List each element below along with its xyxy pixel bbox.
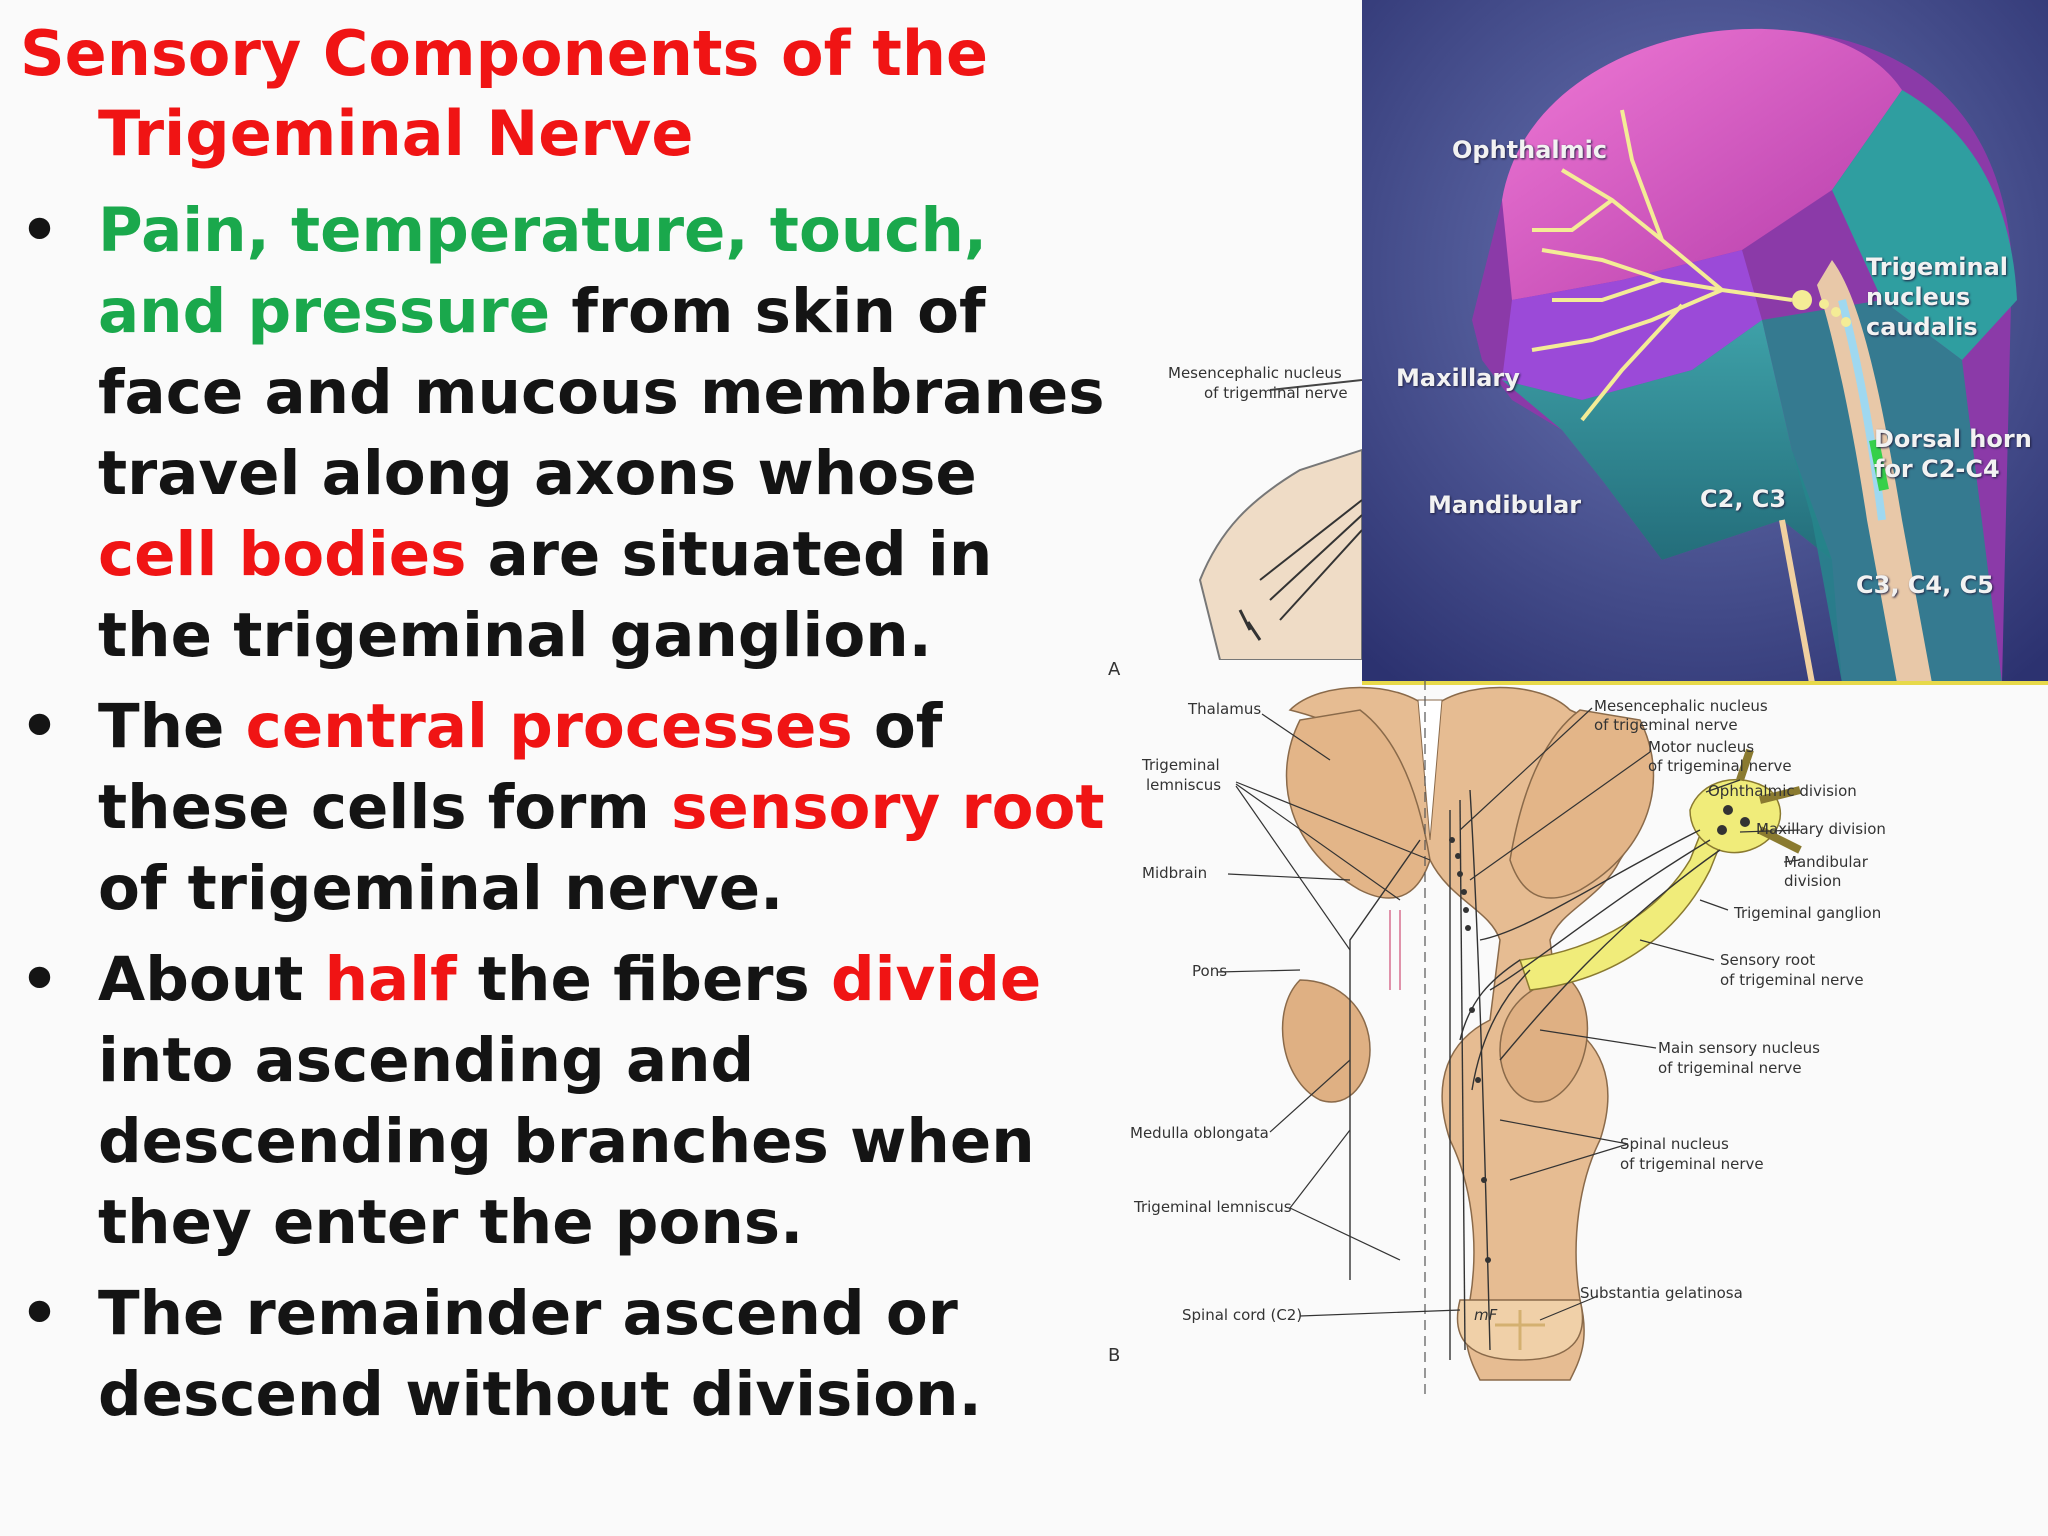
label-dorsal-horn-1: Dorsal horn (1874, 425, 2032, 453)
label-trigeminal-lemniscus-1: Trigeminal (1142, 756, 1220, 774)
label-maxillary-division: Maxillary division (1756, 820, 1886, 838)
bullet-text: the fibers (456, 944, 831, 1015)
brainstem-diagram (1100, 660, 2048, 1420)
label-substantia-gelatinosa: Substantia gelatinosa (1580, 1284, 1743, 1302)
partial-brainstem-diagram (1100, 330, 1363, 661)
bullet-dot: • (20, 944, 59, 1015)
bullet-item: • About half the fibers divide into asce… (20, 939, 1110, 1263)
label-ophthalmic: Ophthalmic (1452, 136, 1608, 164)
bullet-item: • Pain, temperature, touch, and pressure… (20, 190, 1110, 676)
label-maxillary: Maxillary (1396, 364, 1520, 392)
label-c3-c4-c5: C3, C4, C5 (1856, 571, 1994, 599)
label-spinal-tract-marker: mF (1474, 1306, 1498, 1324)
label-mesencephalic-1: Mesencephalic nucleus (1594, 697, 1768, 715)
bullet-dot: • (20, 691, 59, 762)
label-trigeminal-2: nucleus (1866, 283, 1971, 311)
bullet-text: from skin of face and mucous membranes t… (98, 276, 1105, 509)
label-spinal-cord: Spinal cord (C2) (1182, 1306, 1303, 1324)
label-midbrain: Midbrain (1142, 864, 1208, 882)
bullet-text-highlight: half (324, 944, 457, 1015)
bullet-text-highlight: sensory root (671, 772, 1105, 843)
label-main-sensory-2: of trigeminal nerve (1658, 1059, 1802, 1077)
label-mandibular-division-2: division (1784, 872, 1842, 890)
photo-border (1362, 681, 2048, 685)
partial-mes-label-1: Mesencephalic nucleus (1168, 364, 1342, 382)
label-trigeminal-lemniscus-2: lemniscus (1146, 776, 1222, 794)
label-trigeminal-1: Trigeminal (1866, 253, 2008, 281)
title-line-1: Sensory Components of the (20, 17, 989, 90)
label-c2-c3: C2, C3 (1700, 485, 1787, 513)
diagram-letter-b: B (1108, 1345, 1121, 1366)
bullet-dot: • (20, 195, 59, 266)
bullet-text-highlight: Pain, temperature, touch, and pressure (98, 195, 988, 347)
label-trigeminal-lemniscus-lower: Trigeminal lemniscus (1134, 1198, 1292, 1216)
label-motor-nucleus-1: Motor nucleus (1648, 738, 1755, 756)
label-sensory-root-1: Sensory root (1720, 951, 1816, 969)
label-pons: Pons (1192, 962, 1228, 980)
bullet-text: of trigeminal nerve. (98, 853, 784, 924)
title-line-2: Trigeminal Nerve (98, 97, 694, 170)
trigeminal-dermatome-illustration (1362, 0, 2048, 683)
label-mandibular: Mandibular (1428, 491, 1582, 519)
bullet-text: into ascending and descending branches w… (98, 1025, 1035, 1258)
bullet-text-highlight: divide (830, 944, 1042, 1015)
label-mesencephalic-2: of trigeminal nerve (1594, 716, 1738, 734)
label-spinal-nucleus-2: of trigeminal nerve (1620, 1155, 1764, 1173)
bullet-dot: • (20, 1278, 59, 1349)
label-motor-nucleus-2: of trigeminal nerve (1648, 757, 1792, 775)
label-mandibular-division-1: Mandibular (1784, 853, 1868, 871)
label-medulla-oblongata: Medulla oblongata (1130, 1124, 1269, 1142)
bullet-text: are situated in the trigeminal ganglion. (98, 519, 993, 671)
partial-mes-label-2: of trigeminal nerve (1204, 384, 1348, 402)
label-trigeminal-3: caudalis (1866, 313, 1978, 341)
label-dorsal-horn-2: for C2-C4 (1874, 455, 2000, 483)
label-thalamus: Thalamus (1188, 700, 1262, 718)
slide-title: Sensory Components of the Trigeminal Ner… (20, 14, 1100, 174)
bullet-item: • The central processes of these cells f… (20, 686, 1110, 929)
label-main-sensory-1: Main sensory nucleus (1658, 1039, 1820, 1057)
bullet-text: of these cells form (98, 691, 943, 843)
bullet-list: • Pain, temperature, touch, and pressure… (20, 190, 1110, 1445)
bullet-text: The (98, 691, 246, 762)
bullet-text-highlight: central processes (245, 691, 853, 762)
bullet-text: The remainder ascend or descend without … (98, 1278, 982, 1430)
bullet-text: About (98, 944, 325, 1015)
label-trigeminal-ganglion: Trigeminal ganglion (1734, 904, 1882, 922)
bullet-item: • The remainder ascend or descend withou… (20, 1273, 1110, 1435)
bullet-text-highlight: cell bodies (98, 519, 467, 590)
diagram-letter-a: A (1108, 659, 1121, 680)
label-spinal-nucleus-1: Spinal nucleus (1620, 1135, 1729, 1153)
label-ophthalmic-division: Ophthalmic division (1708, 782, 1857, 800)
label-sensory-root-2: of trigeminal nerve (1720, 971, 1864, 989)
